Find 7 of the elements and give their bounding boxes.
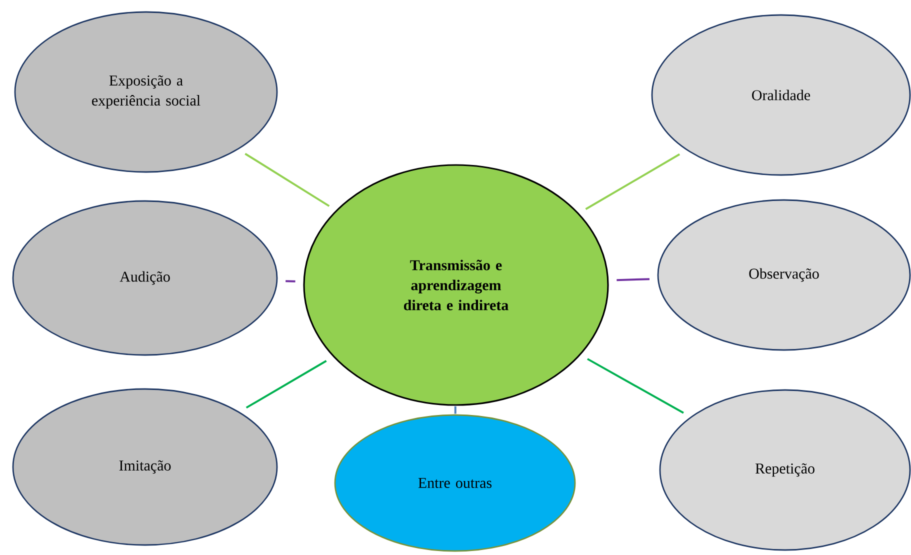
connector-line xyxy=(246,360,327,409)
connector-line xyxy=(244,152,330,207)
connector-line xyxy=(616,278,650,282)
connector-line xyxy=(587,358,684,414)
connector-line xyxy=(585,153,680,210)
connector-line xyxy=(454,406,456,414)
connector-line xyxy=(286,280,296,282)
